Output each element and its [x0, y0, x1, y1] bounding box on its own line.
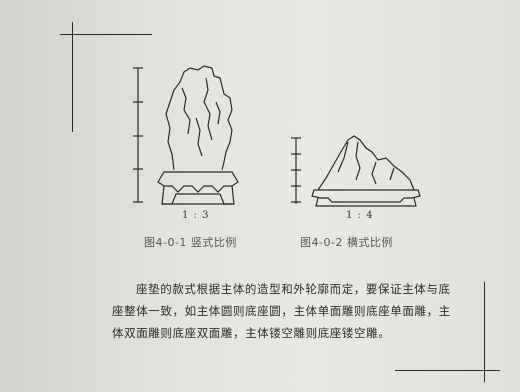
- figure-2-caption: 图4-0-2 横式比例: [300, 236, 393, 249]
- figure-1-caption: 图4-0-1 竖式比例: [144, 236, 237, 249]
- figure-2-ratio: 1 : 4: [346, 210, 374, 221]
- figure-horizontal-proportion: [291, 135, 421, 207]
- paragraph-line: 座垫的款式根据主体的造型和外轮廓而定，要保证主体与底: [136, 282, 451, 296]
- figure-1-ratio: 1 : 3: [182, 210, 210, 221]
- paragraph-line: 座整体一致，如主体圆则底座圆，主体单面雕则底座单面雕，主: [112, 304, 451, 318]
- figure-vertical-proportion: [133, 65, 239, 205]
- crop-mark-top-vertical: [72, 22, 73, 132]
- crop-mark-top-horizontal: [60, 34, 152, 35]
- body-paragraph: 座垫的款式根据主体的造型和外轮廓而定，要保证主体与底 座整体一致，如主体圆则底座…: [112, 278, 468, 344]
- crop-mark-bottom-horizontal: [395, 370, 500, 371]
- crop-mark-bottom-vertical: [484, 282, 485, 382]
- paragraph-line: 体双面雕则底座双面雕，主体镂空雕则底座镂空雕。: [112, 326, 391, 340]
